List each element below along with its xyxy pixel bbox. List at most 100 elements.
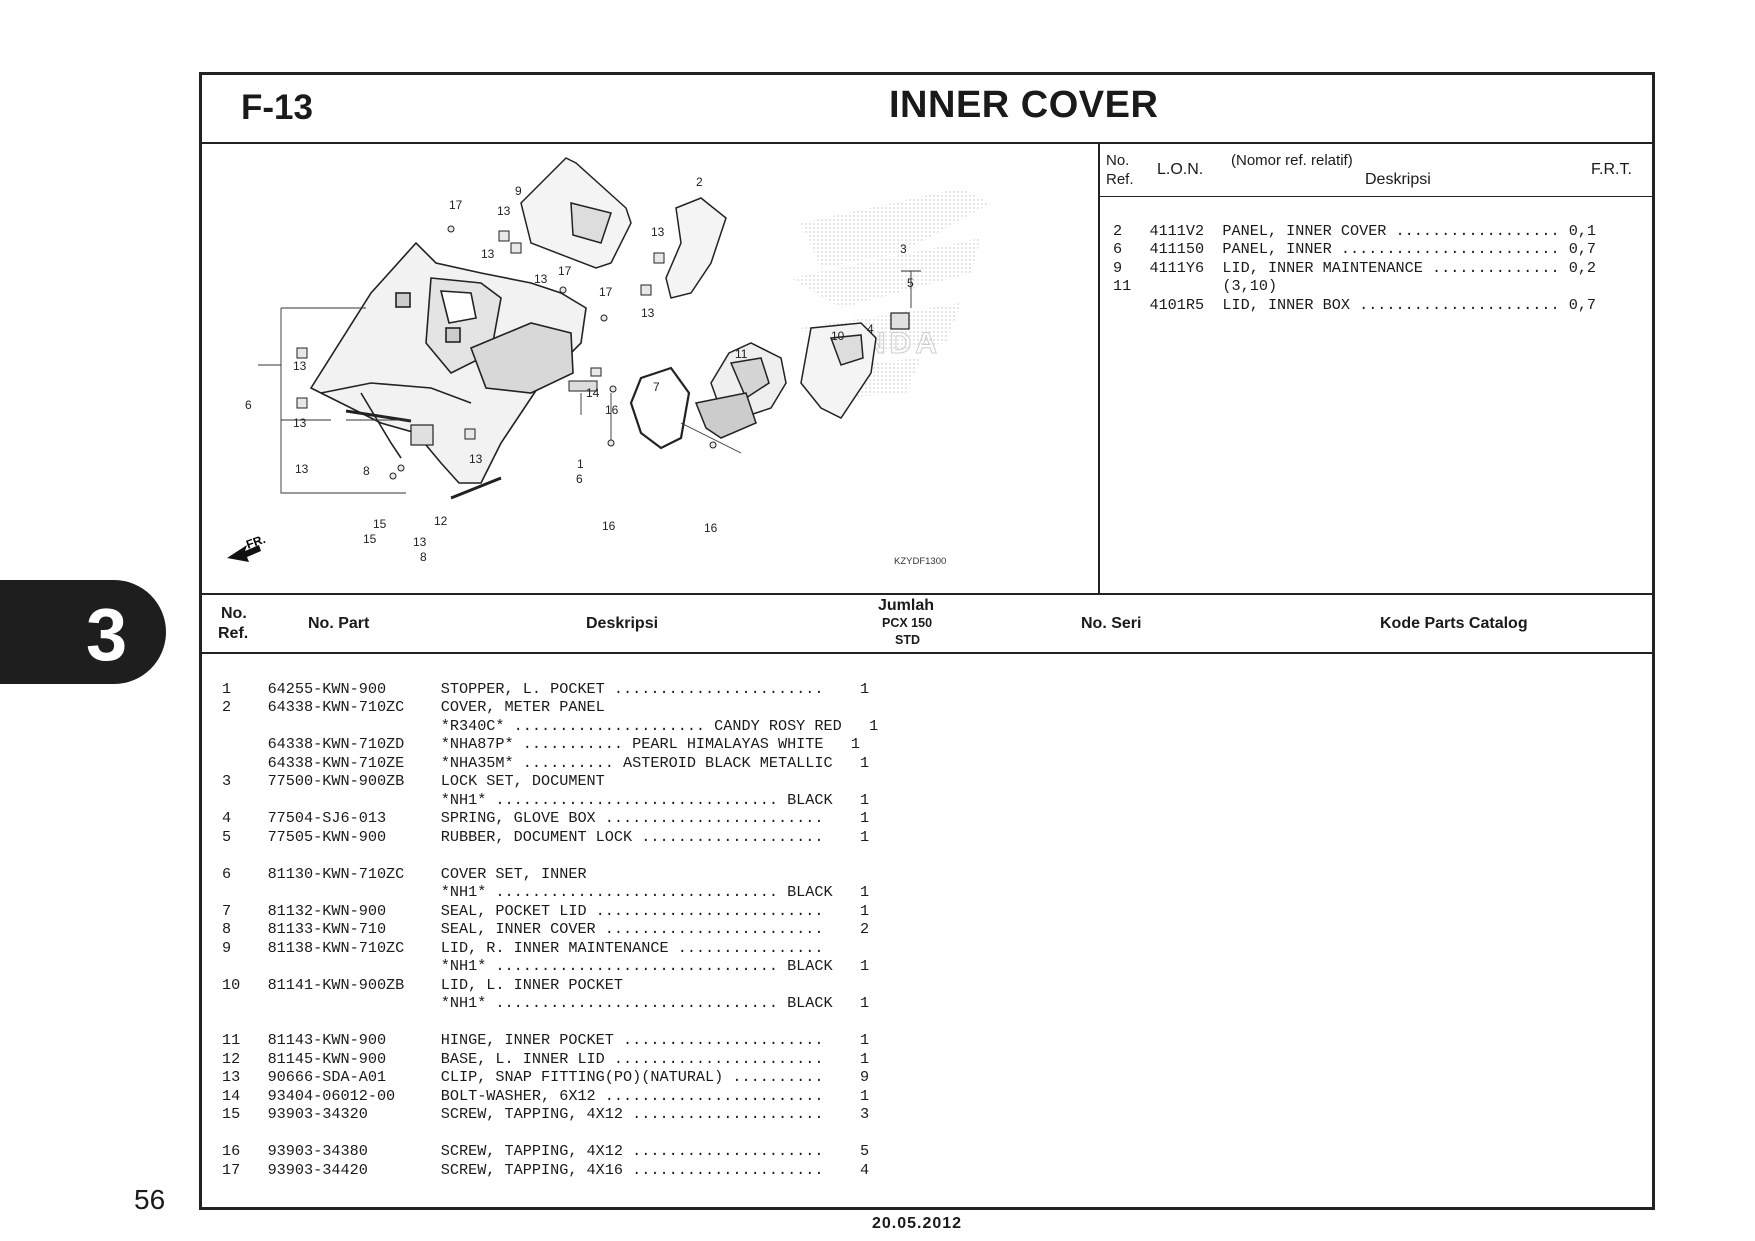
parts-header-divider: [201, 652, 1653, 654]
screw-15: [397, 464, 405, 472]
lon-row: 4101R5 LID, INNER BOX ..................…: [1113, 295, 1597, 314]
callout: 13: [651, 225, 665, 239]
callout: 17: [599, 285, 613, 299]
callout: 13: [641, 306, 655, 320]
table-row: 9 81138-KWN-710ZC LID, R. INNER MAINTENA…: [222, 938, 824, 957]
table-row: 64338-KWN-710ZE *NHA35M* .......... ASTE…: [222, 753, 870, 772]
parts-header-qty: Jumlah: [878, 597, 935, 614]
table-row: 13 90666-SDA-A01 CLIP, SNAP FITTING(PO)(…: [222, 1068, 870, 1086]
front-arrow-icon: FR.: [227, 532, 267, 562]
screw-15: [389, 472, 397, 480]
fasteners: [296, 225, 717, 480]
table-row: 17 93903-34420 SCREW, TAPPING, 4X16 ....…: [222, 1160, 870, 1179]
screw-16: [607, 439, 615, 447]
table-row: 10 81141-KWN-900ZB LID, L. INNER POCKET: [222, 975, 624, 994]
callout: 5: [907, 276, 914, 290]
table-row: 12 81145-KWN-900 BASE, L. INNER LID ....…: [222, 1049, 870, 1068]
parts-header-no: No.: [221, 605, 247, 622]
callout-labels: 2 9 17 13 13 13 13 17 17 13 3 5 4 10 11 …: [245, 175, 914, 564]
lon-header-no: No.: [1106, 152, 1130, 169]
callout: 16: [605, 403, 619, 417]
callout: 16: [602, 519, 616, 533]
lid-11: [694, 342, 787, 439]
callout: 13: [534, 272, 548, 286]
clip-13: [464, 428, 476, 440]
callout: 6: [245, 398, 252, 412]
table-row: 8 81133-KWN-710 SEAL, INNER COVER ......…: [222, 920, 870, 938]
section-number: 3: [86, 593, 128, 676]
callout: 6: [576, 472, 583, 486]
lon-row: 2 4111V2 PANEL, INNER COVER ............…: [1113, 221, 1597, 240]
callout: 4: [867, 322, 874, 336]
screw-16: [709, 441, 717, 449]
table-row: 15 93903-34320 SCREW, TAPPING, 4X12 ....…: [222, 1105, 870, 1123]
lon-row: 11 (3,10): [1113, 277, 1278, 295]
parts-header-catalog: Kode Parts Catalog: [1380, 615, 1528, 632]
diagram-code: KZYDF1300: [894, 556, 946, 567]
svg-text:FR.: FR.: [244, 532, 267, 552]
lid-10: [800, 322, 877, 419]
title-divider: [201, 142, 1653, 144]
stopper-1: [568, 380, 598, 392]
lon-row: 9 4111Y6 LID, INNER MAINTENANCE ........…: [1113, 258, 1597, 277]
seal-7: [629, 366, 691, 450]
clip-13: [296, 397, 308, 409]
table-row: 16 93903-34380 SCREW, TAPPING, 4X12 ....…: [222, 1142, 870, 1160]
callout: 2: [696, 175, 703, 189]
parts-header-model: PCX 150: [882, 616, 933, 630]
bolt-14: [590, 367, 602, 377]
inner-cover-body: [309, 241, 587, 484]
lon-header-note: (Nomor ref. relatif): [1231, 152, 1353, 169]
table-row: *NH1* ............................... BL…: [222, 883, 870, 901]
screw-16: [609, 385, 617, 393]
callout: 13: [469, 452, 483, 466]
seal-8-lower: [450, 476, 502, 500]
section-tab: 3: [0, 580, 166, 684]
callout: 3: [900, 242, 907, 256]
callout: 9: [515, 184, 522, 198]
parts-header-desc: Deskripsi: [586, 615, 659, 632]
diagram-divider: [201, 593, 1653, 595]
table-row: 2 64338-KWN-710ZC COVER, METER PANEL: [222, 698, 605, 716]
callout: 8: [363, 464, 370, 478]
parts-rows: 1 64255-KWN-900 STOPPER, L. POCKET .....…: [222, 661, 878, 1179]
page-frame: [199, 72, 1655, 1210]
table-row: [222, 846, 878, 865]
table-row: 6 81130-KWN-710ZC COVER SET, INNER: [222, 864, 587, 883]
page-title: INNER COVER: [889, 84, 1159, 126]
callout: 10: [831, 329, 845, 343]
clip-13: [653, 252, 665, 264]
screw-17: [600, 314, 608, 322]
parts-header-ref: Ref.: [218, 625, 249, 642]
table-row: 14 93404-06012-00 BOLT-WASHER, 6X12 ....…: [222, 1086, 870, 1105]
callout: 14: [586, 386, 600, 400]
callout: 13: [497, 204, 511, 218]
clip-13: [640, 284, 652, 296]
callout: 12: [434, 514, 448, 528]
clip-13: [498, 230, 510, 242]
callout: 13: [481, 247, 495, 261]
table-row: 11 81143-KWN-900 HINGE, INNER POCKET ...…: [222, 1031, 870, 1049]
table-row: 4 77504-SJ6-013 SPRING, GLOVE BOX ......…: [222, 809, 870, 827]
lock-set-3: [410, 312, 910, 446]
lon-header-lon: L.O.N.: [1157, 161, 1204, 178]
callout: 17: [449, 198, 463, 212]
parts-header-std: STD: [895, 633, 920, 647]
parts-header-part: No. Part: [308, 615, 370, 632]
panel-2: [665, 197, 727, 299]
seal-8-upper: [345, 409, 412, 423]
screw-17: [559, 286, 567, 294]
lon-row: 6 411150 PANEL, INNER ..................…: [1113, 240, 1597, 258]
callout: 11: [735, 347, 748, 361]
screw-17: [447, 225, 455, 233]
callout: 13: [295, 462, 309, 476]
table-row: 3 77500-KWN-900ZB LOCK SET, DOCUMENT: [222, 772, 605, 790]
table-row: *NH1* ............................... BL…: [222, 994, 870, 1012]
lon-header-desc: Deskripsi: [1365, 171, 1431, 188]
print-date: 20.05.2012: [872, 1215, 963, 1232]
callout: 1: [577, 457, 584, 471]
panel-9: [520, 157, 632, 269]
callout: 16: [704, 521, 718, 535]
callout: 15: [363, 532, 377, 546]
callout: 13: [413, 535, 427, 549]
